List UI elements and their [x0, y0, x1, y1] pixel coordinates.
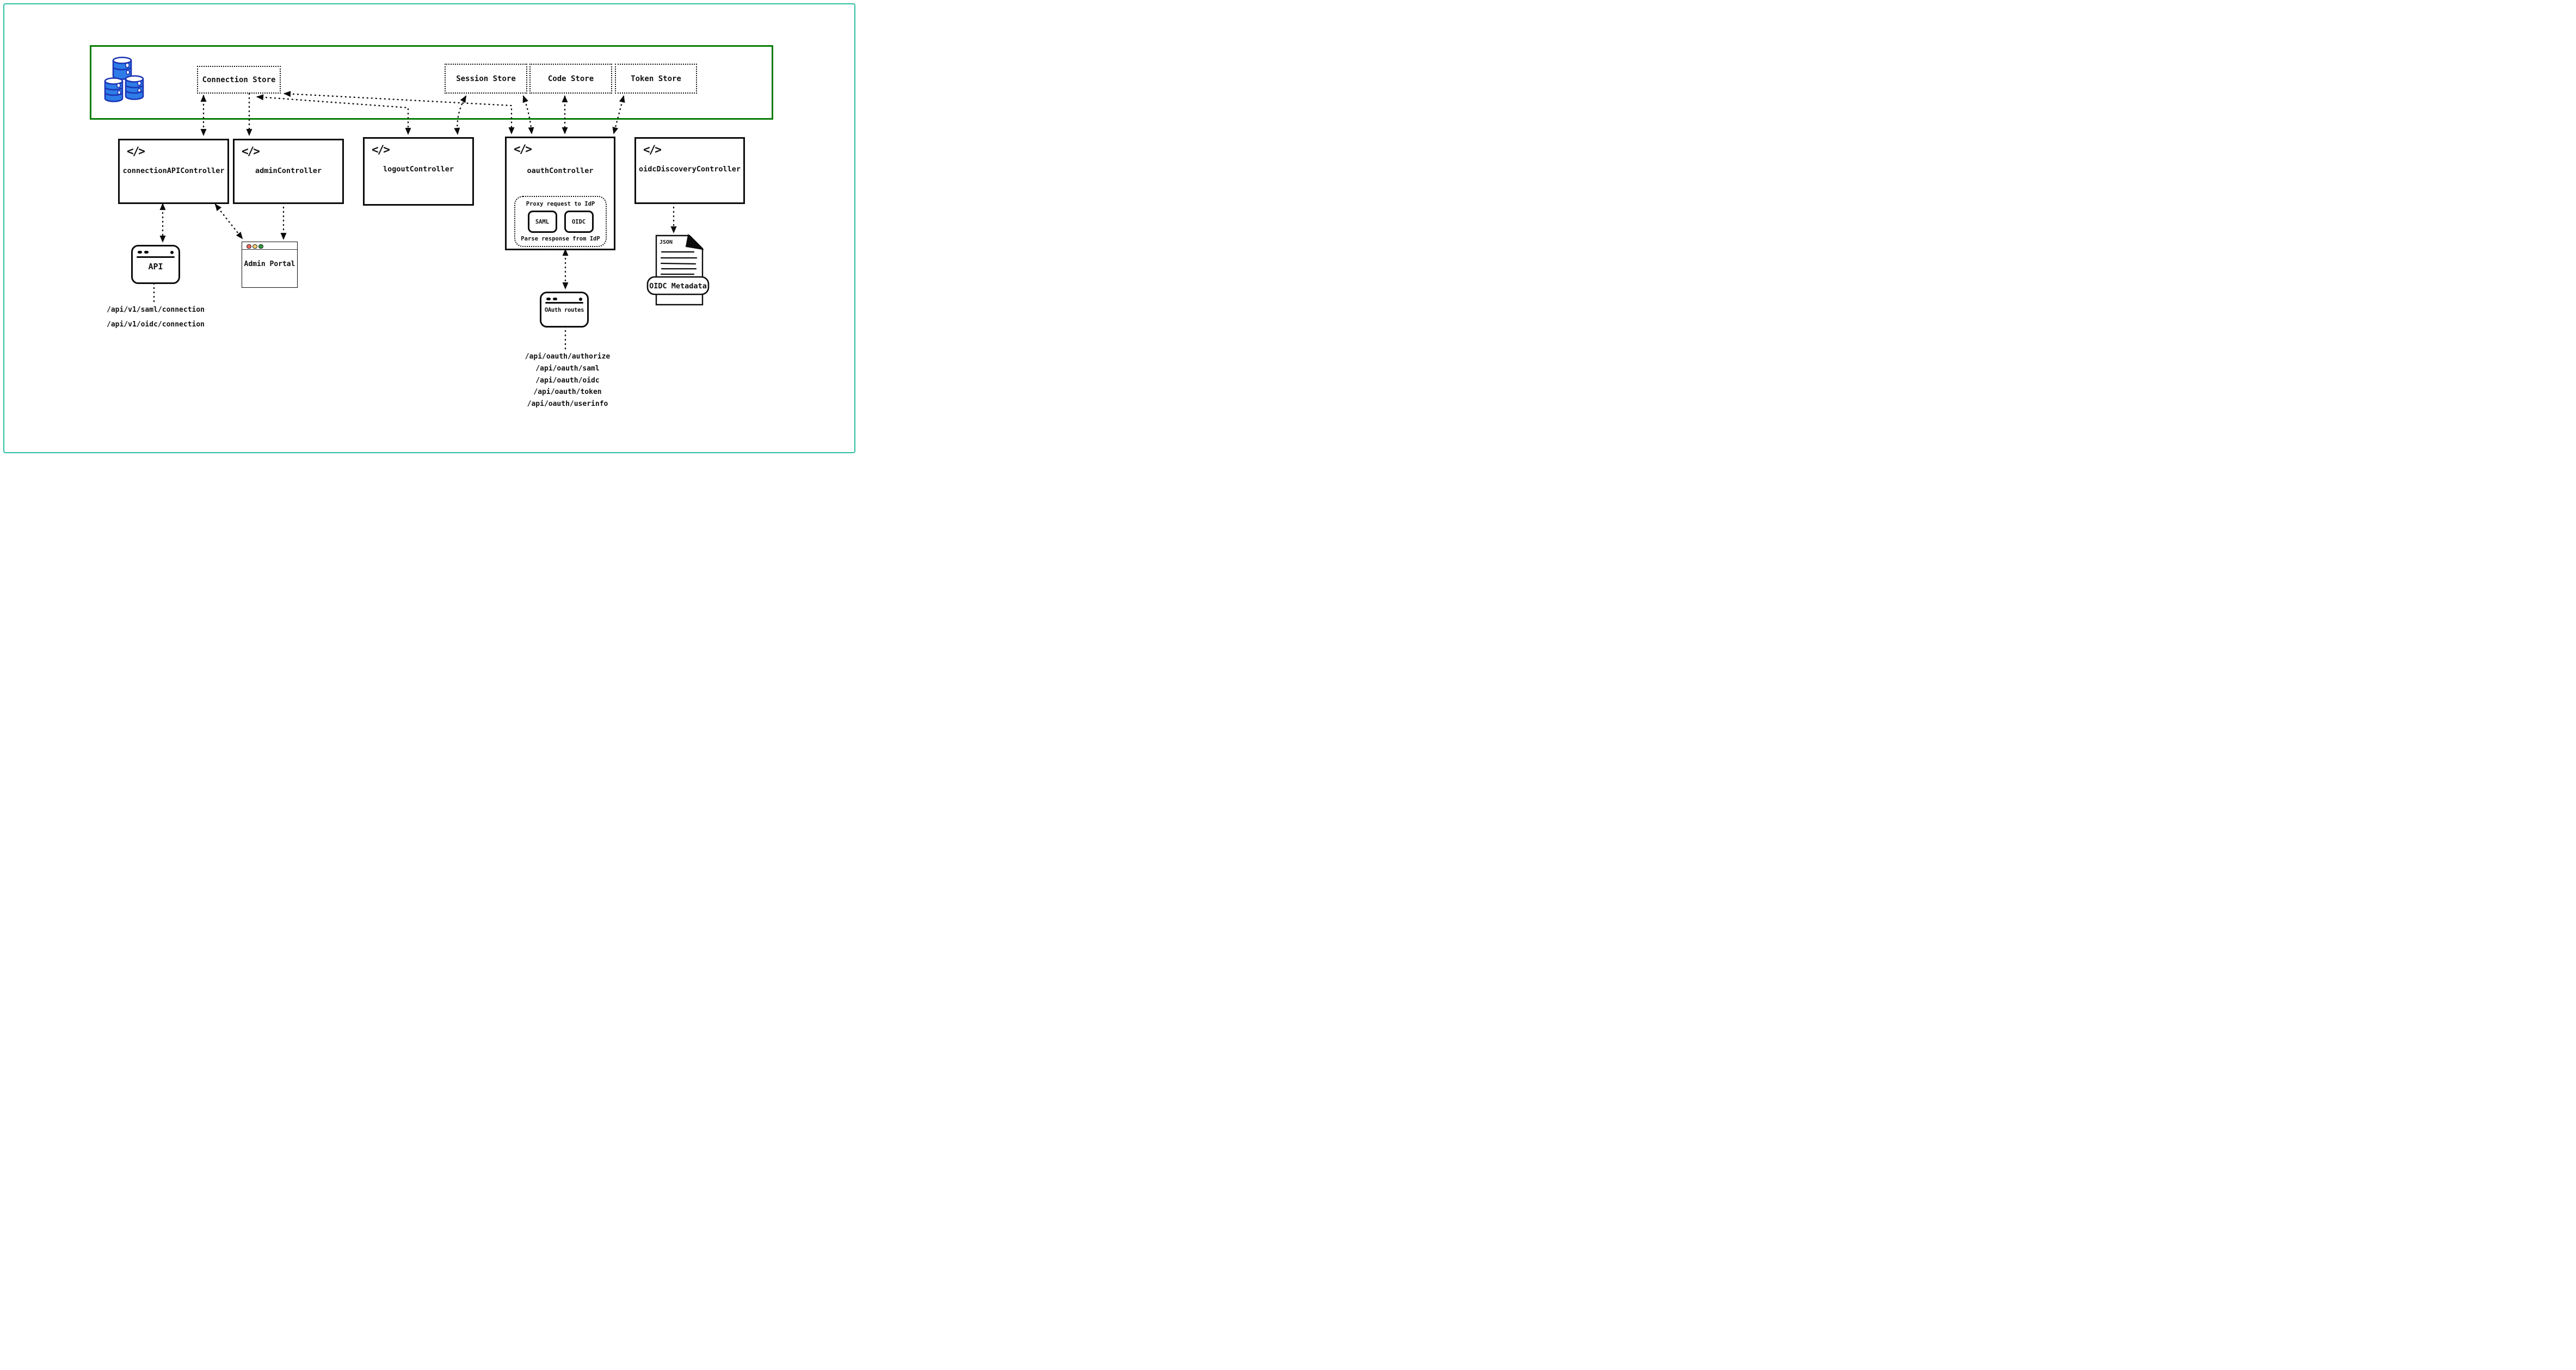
oidc-metadata-document-icon: JSON OIDC Metadata	[646, 233, 710, 306]
api-route-path: /api/v1/oidc/connection	[106, 320, 205, 329]
oauth-route-path: /api/oauth/authorize	[525, 353, 611, 361]
oauth-controller-label: oauthController	[527, 166, 594, 175]
connection-api-controller-box: </> connectionAPIController	[118, 139, 229, 204]
oauth-route-path: /api/oauth/token	[533, 388, 602, 396]
admin-portal-titlebar	[242, 242, 297, 250]
token-store-box: Token Store	[615, 64, 697, 94]
outer-frame	[3, 3, 855, 453]
database-icon	[104, 57, 144, 102]
session-store-label: Session Store	[456, 74, 516, 83]
close-traffic-light-icon	[246, 244, 251, 249]
maximize-traffic-light-icon	[258, 244, 263, 249]
window-toolbar	[137, 256, 175, 258]
code-store-label: Code Store	[547, 74, 594, 83]
code-icon: </>	[127, 145, 145, 158]
window-toolbar	[545, 302, 583, 304]
architecture-diagram: Connection Store Session Store Code Stor…	[0, 0, 859, 456]
logout-controller-box: </> logoutController	[363, 137, 474, 206]
oidc-metadata-banner-label: OIDC Metadata	[649, 282, 707, 291]
oidc-chip: OIDC	[564, 211, 594, 233]
window-dot-icon	[553, 298, 557, 300]
api-route-path: /api/v1/saml/connection	[106, 306, 205, 314]
json-file-type-label: JSON	[660, 239, 673, 245]
window-dot-icon	[170, 251, 174, 254]
connection-store-label: Connection Store	[202, 75, 276, 84]
token-store-label: Token Store	[631, 74, 681, 83]
window-dot-icon	[546, 298, 551, 300]
admin-controller-box: </> adminController	[233, 139, 344, 204]
admin-controller-label: adminController	[255, 166, 322, 175]
minimize-traffic-light-icon	[252, 244, 257, 249]
oidc-discovery-controller-label: oidcDiscoveryController	[639, 165, 741, 174]
code-icon: </>	[514, 143, 532, 156]
oauth-controller-box: </> oauthController Proxy request to IdP…	[505, 137, 615, 250]
api-window: API	[131, 245, 180, 284]
window-dot-icon	[579, 298, 582, 301]
saml-chip: SAML	[527, 211, 557, 233]
code-store-box: Code Store	[529, 64, 612, 94]
window-dot-icon	[138, 251, 142, 254]
oauth-route-path: /api/oauth/userinfo	[527, 400, 608, 408]
oauth-routes-window: OAuth routes	[540, 292, 589, 328]
api-label: API	[148, 262, 163, 271]
idp-proxy-box: Proxy request to IdP SAML OIDC Parse res…	[514, 196, 607, 247]
session-store-box: Session Store	[445, 64, 527, 94]
oauth-route-path: /api/oauth/saml	[535, 365, 600, 373]
connection-api-controller-label: connectionAPIController	[122, 166, 225, 175]
logout-controller-label: logoutController	[383, 165, 454, 174]
connection-store-box: Connection Store	[197, 66, 281, 94]
parse-response-label: Parse response from IdP	[521, 236, 600, 242]
admin-portal-label: Admin Portal	[244, 260, 295, 268]
oidc-discovery-controller-box: </> oidcDiscoveryController	[634, 137, 745, 204]
code-icon: </>	[643, 143, 662, 156]
window-dot-icon	[144, 251, 149, 254]
code-icon: </>	[242, 145, 260, 158]
oauth-routes-label: OAuth routes	[544, 307, 584, 313]
admin-portal-window: Admin Portal	[242, 242, 298, 288]
code-icon: </>	[372, 143, 390, 156]
oauth-route-path: /api/oauth/oidc	[535, 377, 600, 385]
proxy-request-label: Proxy request to IdP	[526, 201, 595, 207]
